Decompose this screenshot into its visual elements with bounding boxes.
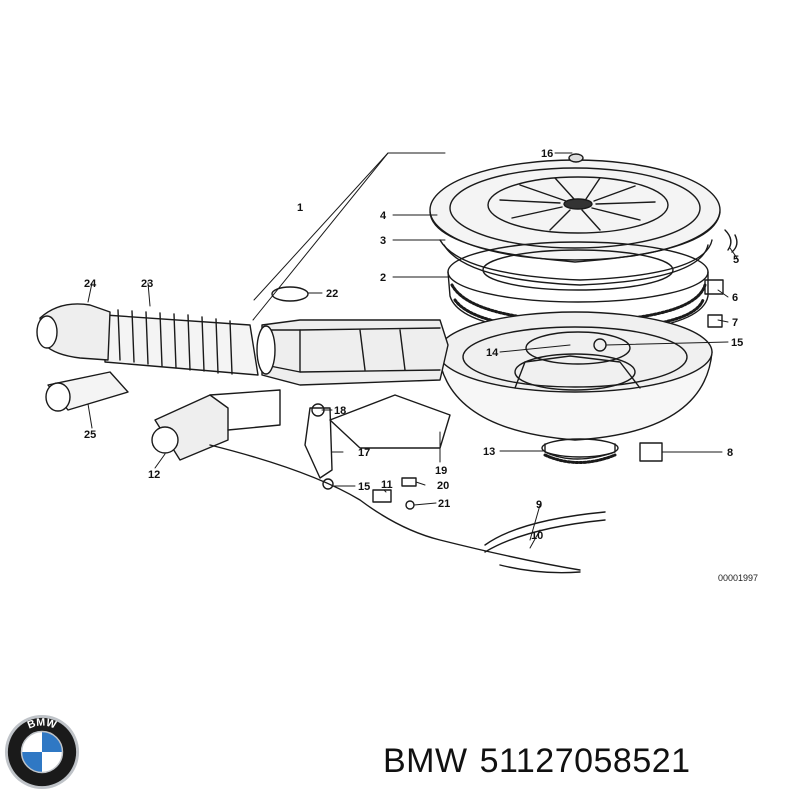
callout-10: 10 bbox=[531, 530, 543, 542]
callout-labels: 1 2 3 4 5 6 7 8 9 10 11 12 13 14 15 15 1… bbox=[84, 148, 758, 583]
callout-19: 19 bbox=[435, 465, 447, 477]
callout-15-bottom: 15 bbox=[358, 481, 370, 493]
bellows-hose bbox=[104, 309, 259, 376]
callout-2: 2 bbox=[380, 272, 386, 284]
callout-5: 5 bbox=[733, 254, 739, 266]
callout-17: 17 bbox=[358, 447, 370, 459]
callout-9: 9 bbox=[536, 499, 542, 511]
callout-13: 13 bbox=[483, 446, 495, 458]
air-filter-housing bbox=[437, 311, 713, 464]
callout-12: 12 bbox=[148, 469, 160, 481]
thermostat-valve bbox=[151, 389, 281, 461]
callout-18: 18 bbox=[334, 405, 346, 417]
part-number: 51127058521 bbox=[479, 742, 691, 780]
callout-1: 1 bbox=[297, 202, 303, 214]
bracket bbox=[304, 403, 333, 479]
callout-20: 20 bbox=[437, 480, 449, 492]
leader-lines bbox=[87, 152, 738, 549]
intake-snout bbox=[256, 319, 449, 386]
brand-name: BMW bbox=[383, 742, 468, 780]
svg-text:BMW: BMW bbox=[26, 717, 59, 732]
intake-elbow bbox=[36, 303, 111, 361]
callout-3: 3 bbox=[380, 235, 386, 247]
callout-4: 4 bbox=[380, 210, 387, 222]
callout-11: 11 bbox=[381, 479, 393, 491]
callout-7: 7 bbox=[732, 317, 738, 329]
callout-22: 22 bbox=[326, 288, 338, 300]
callout-14: 14 bbox=[486, 347, 499, 359]
bmw-logo-icon: BMW bbox=[4, 714, 80, 790]
part-caption: BMW 51127058521 bbox=[383, 742, 703, 781]
callout-21: 21 bbox=[438, 498, 450, 510]
cable bbox=[209, 444, 606, 574]
callout-25: 25 bbox=[84, 429, 96, 441]
callout-23: 23 bbox=[141, 278, 153, 290]
air-filter-cover bbox=[429, 159, 721, 263]
callout-15-top: 15 bbox=[731, 337, 743, 349]
callout-6: 6 bbox=[732, 292, 738, 304]
callout-24: 24 bbox=[84, 278, 97, 290]
gasket-plate bbox=[329, 394, 451, 449]
callout-8: 8 bbox=[727, 447, 733, 459]
intake-tube bbox=[45, 371, 129, 412]
diagram-reference-code: 00001997 bbox=[718, 573, 758, 583]
callout-16: 16 bbox=[541, 148, 553, 160]
